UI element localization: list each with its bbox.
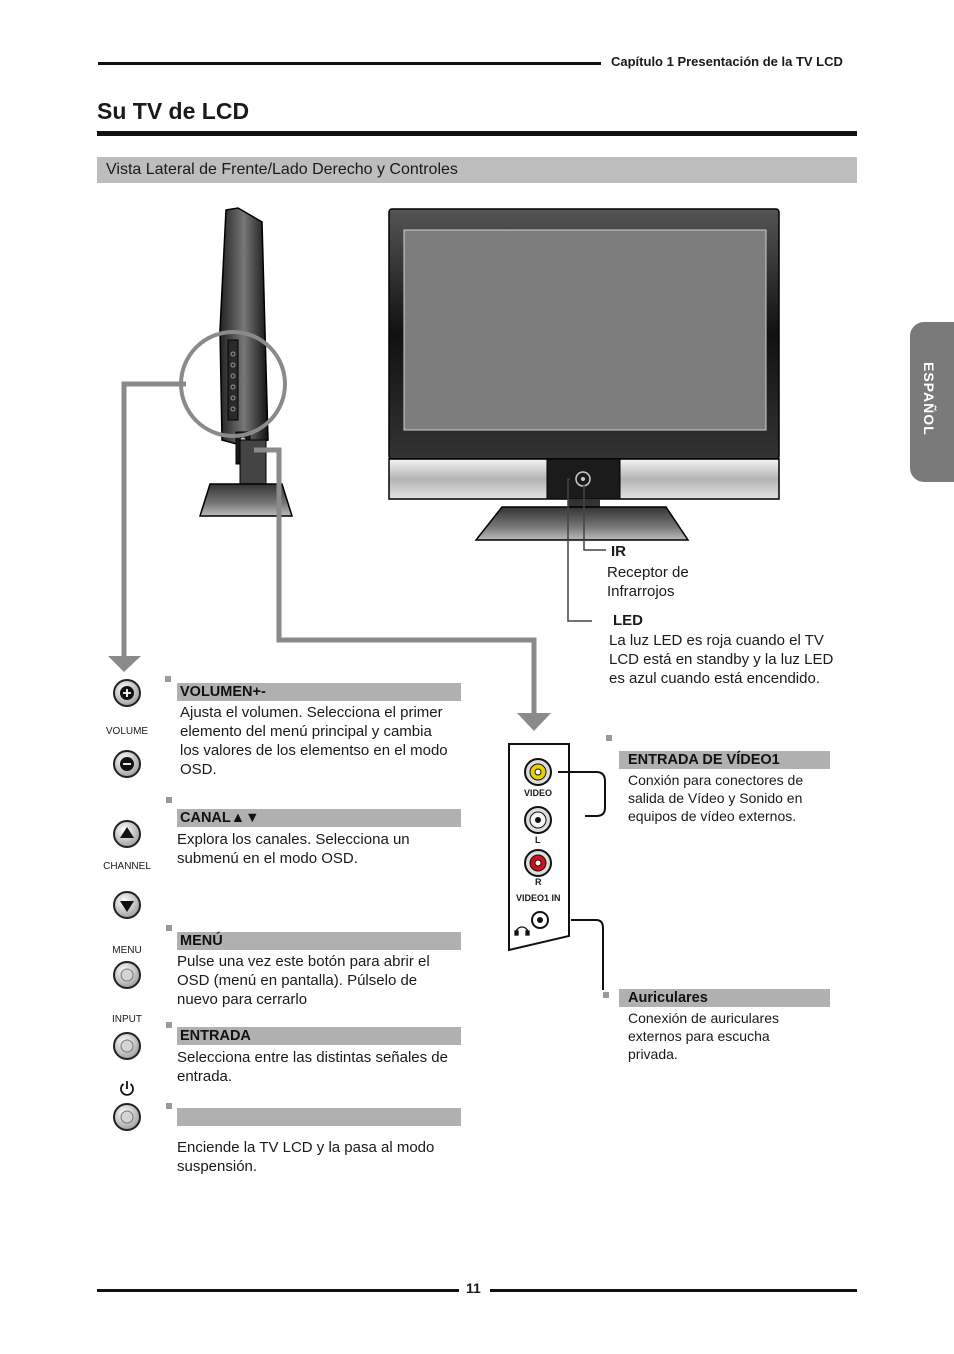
menu-description: Pulse una vez este botón para abrir el O…	[177, 953, 430, 1008]
connector-brackets	[558, 771, 606, 990]
ir-label: IR	[611, 543, 626, 560]
audio-r-jack	[524, 849, 552, 877]
menu-title: MENÚ	[180, 933, 223, 949]
input-title-bar: ENTRADA	[177, 1027, 461, 1045]
page-number: 11	[466, 1280, 481, 1296]
header-rule	[98, 62, 601, 65]
channel-up-button-icon	[113, 820, 141, 848]
chapter-header: Capítulo 1 Presentación de la TV LCD	[611, 54, 843, 69]
video1-title-bar: ENTRADA DE VÍDEO1	[619, 751, 830, 769]
power-title-bar	[177, 1108, 461, 1126]
power-description: Enciende la TV LCD y la pasa al modo sus…	[177, 1139, 435, 1175]
bullet-square	[606, 735, 612, 741]
headphones-title: Auriculares	[628, 990, 708, 1006]
video1-description: Conxión para conectores de salida de Víd…	[628, 772, 804, 824]
channel-title-bar: CANAL▲▼	[177, 809, 461, 827]
headphones-title-bar: Auriculares	[619, 989, 830, 1007]
menu-button-icon	[113, 961, 141, 989]
input-description: Selecciona entre las distintas señales d…	[177, 1049, 448, 1085]
section-title: Vista Lateral de Frente/Lado Derecho y C…	[106, 161, 458, 178]
channel-down-button-icon	[113, 891, 141, 919]
arrow-to-buttons	[121, 381, 186, 660]
footer-rule-right	[490, 1289, 857, 1292]
title-rule	[97, 131, 857, 136]
l-jack-label: L	[535, 835, 541, 845]
bullet-square	[603, 992, 609, 998]
side-buttons	[113, 679, 141, 1131]
channel-description: Explora los canales. Selecciona un subme…	[177, 831, 410, 867]
volume-down-button-icon	[113, 750, 141, 778]
bullet-square	[166, 797, 172, 803]
tv-side-view	[179, 207, 294, 517]
bullet-square	[166, 925, 172, 931]
bullet-square	[165, 676, 171, 682]
volume-description: Ajusta el volumen. Selecciona el primer …	[180, 704, 448, 778]
bullet-square	[166, 1022, 172, 1028]
power-button-icon	[113, 1103, 141, 1131]
ir-description: Receptor de Infrarrojos	[607, 564, 689, 600]
led-description: La luz LED es roja cuando el TV LCD está…	[609, 632, 834, 687]
video-jack-label: VIDEO	[524, 788, 553, 798]
menu-title-bar: MENÚ	[177, 932, 461, 950]
arrow-down-icon	[108, 656, 141, 672]
callout-lines	[567, 478, 606, 622]
volume-caption: VOLUME	[105, 726, 149, 737]
volume-title-bar: VOLUMEN+-	[177, 683, 461, 701]
language-tab: ESPAÑOL	[910, 322, 954, 482]
input-caption: INPUT	[112, 1014, 142, 1025]
input-button-icon	[113, 1032, 141, 1060]
power-icon	[120, 1081, 134, 1096]
r-jack-label: R	[535, 877, 542, 887]
video1-in-label: VIDEO1 IN	[516, 893, 561, 903]
audio-l-jack	[524, 806, 552, 834]
arrow-down-icon	[517, 713, 551, 731]
arrow-to-jacks	[254, 447, 537, 717]
video-jack	[524, 758, 552, 786]
language-tab-label: ESPAÑOL	[921, 362, 937, 436]
bullet-square	[166, 1103, 172, 1109]
volume-title: VOLUMEN+-	[180, 684, 266, 700]
headphones-icon	[514, 926, 530, 936]
input-title: ENTRADA	[180, 1028, 251, 1044]
menu-caption: MENU	[112, 945, 142, 956]
headphones-description: Conexión de auriculares externos para es…	[628, 1010, 779, 1062]
video1-title: ENTRADA DE VÍDEO1	[628, 752, 780, 768]
channel-title: CANAL▲▼	[180, 810, 260, 826]
channel-caption: CHANNEL	[103, 861, 151, 872]
tv-front-view	[388, 208, 780, 541]
page-title: Su TV de LCD	[97, 98, 250, 124]
footer-rule-left	[97, 1289, 459, 1292]
jack-panel	[508, 743, 570, 952]
section-bar: Vista Lateral de Frente/Lado Derecho y C…	[97, 157, 857, 183]
headphone-jack	[531, 911, 549, 929]
led-label: LED	[613, 612, 643, 629]
volume-up-button-icon	[113, 679, 141, 707]
